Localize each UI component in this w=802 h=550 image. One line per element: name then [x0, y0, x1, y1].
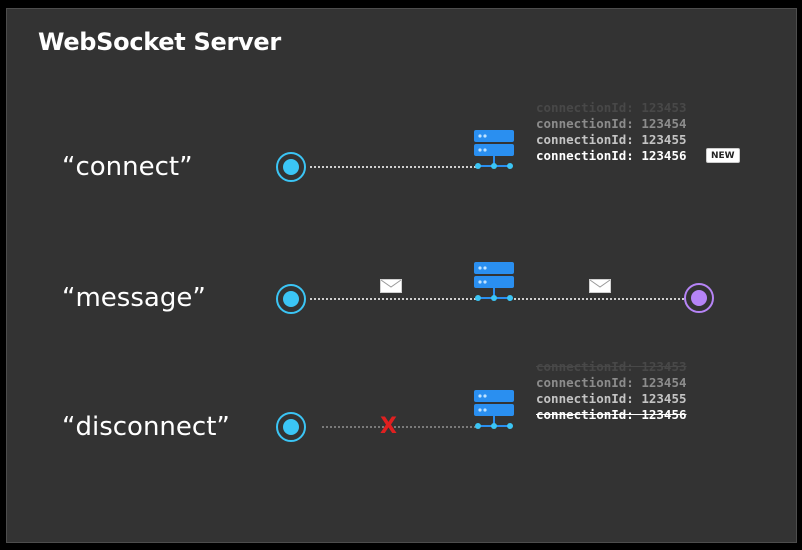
connection-id: connectionId: 123453	[536, 100, 687, 115]
connection-line-disconnect	[322, 426, 476, 428]
connection-id: connectionId: 123455	[536, 391, 687, 406]
client-node-recipient	[684, 283, 714, 313]
row-label-disconnect: “disconnect”	[62, 412, 230, 442]
close-icon: X	[380, 414, 397, 439]
connection-id: connectionId: 123456	[536, 148, 687, 163]
row-label-connect: “connect”	[62, 152, 193, 182]
connection-id: connectionId: 123454	[536, 116, 687, 131]
connection-id: connectionId: 123455	[536, 132, 687, 147]
client-node-connect	[276, 152, 306, 182]
row-label-message: “message”	[62, 283, 206, 313]
envelope-icon	[380, 279, 402, 293]
client-node-disconnect	[276, 412, 306, 442]
page-title: WebSocket Server	[38, 28, 281, 56]
server-icon	[474, 262, 514, 301]
connection-id: connectionId: 123453	[536, 359, 687, 374]
connection-id-removed: connectionId: 123456	[536, 407, 687, 422]
message-line-outbound	[514, 298, 684, 300]
server-icon	[474, 130, 514, 169]
connection-line-connect	[310, 166, 476, 168]
connection-id: connectionId: 123454	[536, 375, 687, 390]
connection-list-disconnect: connectionId: 123453 connectionId: 12345…	[536, 359, 687, 423]
connection-list-connect: connectionId: 123453 connectionId: 12345…	[536, 100, 687, 164]
new-badge: NEW	[706, 148, 740, 163]
server-icon	[474, 390, 514, 429]
message-line-inbound	[310, 298, 476, 300]
envelope-icon	[589, 279, 611, 293]
diagram-frame	[6, 8, 797, 543]
client-node-sender	[276, 284, 306, 314]
